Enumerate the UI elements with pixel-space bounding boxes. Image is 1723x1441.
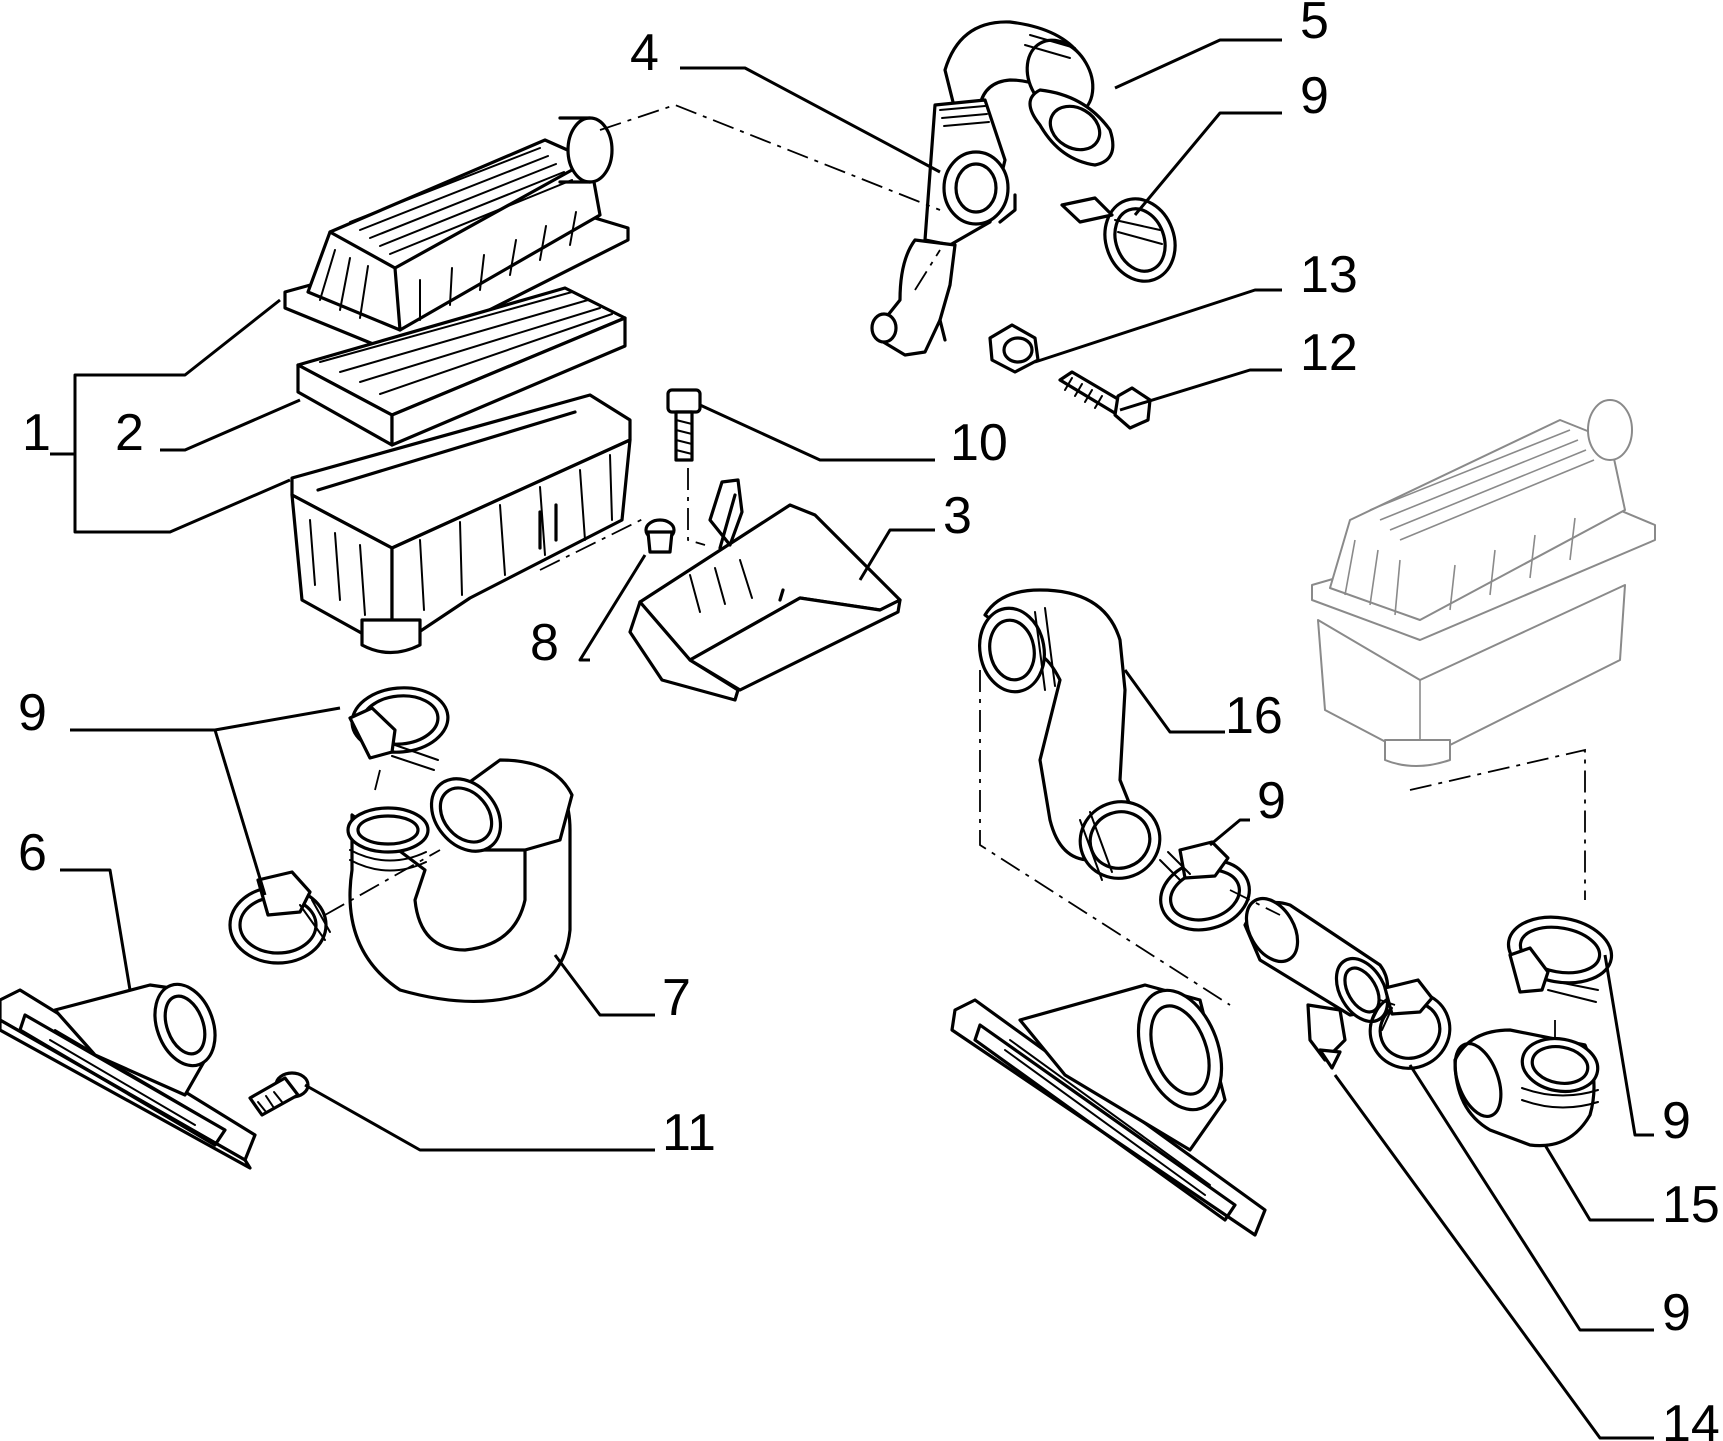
hose-clamp-9-right-lower	[1368, 978, 1452, 1070]
intake-hose-7	[346, 758, 574, 1004]
callout-10: 10	[950, 414, 1008, 472]
callout-13: 13	[1300, 246, 1358, 304]
callout-labels: 1 2 3 4 5 6 7 8 9 9 9 9 9 10 11 12 13 14…	[18, 0, 1720, 1441]
air-filter-reference-ghost	[1311, 399, 1656, 767]
callout-16: 16	[1225, 687, 1283, 745]
hose-clamp-9-far-right	[1506, 915, 1614, 1003]
grommet-8	[644, 518, 676, 554]
callout-12: 12	[1300, 324, 1358, 382]
nut-13	[988, 323, 1040, 374]
hose-clamp-9-top	[1060, 196, 1177, 283]
callout-8: 8	[530, 614, 559, 672]
callout-1: 1	[22, 404, 51, 462]
callout-9-mid-right: 9	[1257, 772, 1286, 830]
upper-intake-duct	[870, 20, 1115, 357]
air-filter-housing	[290, 393, 632, 655]
callout-3: 3	[943, 487, 972, 545]
callout-2: 2	[115, 404, 144, 462]
intake-flange-6	[0, 982, 257, 1170]
callout-7: 7	[662, 969, 691, 1027]
leader-lines	[50, 38, 1654, 1440]
bolt-12	[1058, 370, 1152, 430]
intake-flange-right	[950, 983, 1267, 1237]
callout-9-top-right: 9	[1300, 67, 1329, 125]
assembly-centerlines	[324, 104, 1586, 1040]
callout-9-lower-right: 9	[1662, 1284, 1691, 1342]
callout-6: 6	[18, 824, 47, 882]
callout-5: 5	[1300, 0, 1329, 50]
hose-clamp-9-right-mid	[1159, 840, 1251, 932]
callout-9-left: 9	[18, 684, 47, 742]
hose-clamp-9-left-lower	[228, 870, 331, 965]
callout-14: 14	[1662, 1395, 1720, 1441]
bolt-11	[248, 1071, 310, 1117]
bolt-10	[666, 388, 702, 462]
callout-11: 11	[662, 1104, 716, 1162]
hose-clamp-9-left-upper	[348, 686, 450, 771]
air-filter-cover	[283, 116, 630, 357]
callout-9-far-right: 9	[1662, 1092, 1691, 1150]
callout-4: 4	[630, 24, 659, 82]
intake-hose-16	[978, 588, 1162, 881]
callout-15: 15	[1662, 1176, 1720, 1234]
mounting-bracket	[628, 478, 902, 702]
air-flow-meter-14	[1243, 896, 1390, 1070]
intake-hose-15	[1453, 1028, 1600, 1148]
air-filter-element	[296, 286, 627, 447]
